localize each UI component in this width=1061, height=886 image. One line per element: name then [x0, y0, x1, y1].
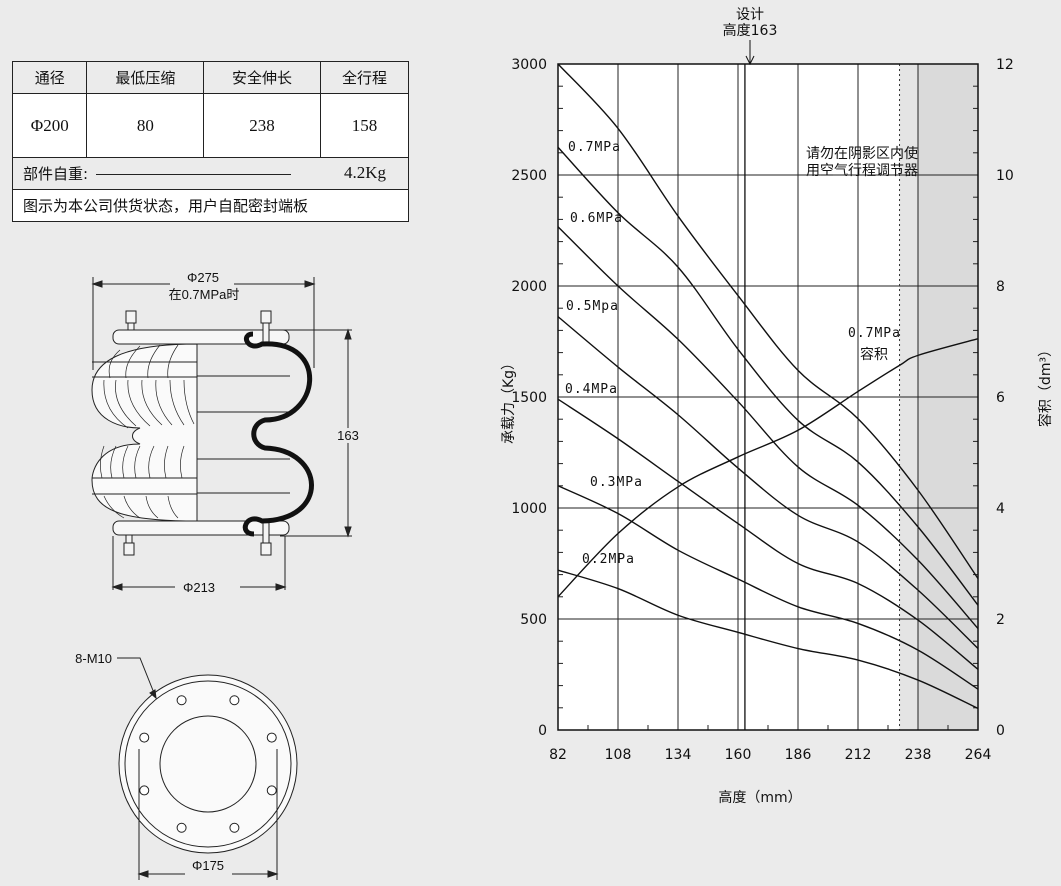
series-label-0.6: 0.6MPa	[570, 211, 623, 226]
load-curve-3	[557, 316, 979, 650]
weight-row: 部件自重: 4.2Kg	[12, 157, 409, 190]
bolt-hole-icon	[229, 822, 240, 833]
supply-note: 图示为本公司供货状态，用户自配密封端板	[12, 189, 409, 222]
load-curve-5	[557, 485, 979, 690]
y-tick-label: 2000	[511, 279, 547, 295]
air-spring-side-view	[91, 310, 314, 556]
plate-diameter-label: Φ213	[183, 580, 215, 595]
y-tick-label: 3000	[511, 57, 547, 73]
spec-value-row: Φ200 80 238 158	[11, 93, 410, 158]
value-bore: Φ200	[11, 93, 88, 158]
value-min-compression: 80	[86, 93, 205, 158]
y2-axis-title: 容积（dm³）	[1037, 343, 1054, 427]
y2-tick-label: 0	[996, 723, 1005, 739]
spec-header-row: 通径 最低压缩 安全伸长 全行程	[11, 61, 410, 94]
y-tick-label: 1000	[511, 501, 547, 517]
shaded-note-line2: 用空气行程调节器	[806, 163, 918, 179]
design-label-line2: 高度163	[723, 22, 778, 39]
y2-tick-label: 6	[996, 390, 1005, 406]
bolt-hole-icon	[139, 785, 150, 796]
volume-label-pressure: 0.7MPa	[848, 326, 901, 341]
bolt-hole-icon	[266, 732, 277, 743]
leader-line	[96, 174, 292, 175]
x-axis-title: 高度（mm）	[718, 789, 801, 806]
x-tick-label: 238	[905, 747, 932, 763]
volume-label: 容积	[860, 346, 888, 363]
y2-tick-label: 2	[996, 612, 1005, 628]
weight-value: 4.2Kg	[343, 163, 386, 182]
shaded-note-line1: 请勿在阴影区内使	[806, 145, 918, 162]
series-label-0.3: 0.3MPa	[590, 475, 643, 490]
load-curve-1	[557, 146, 979, 606]
y2-tick-label: 4	[996, 501, 1005, 517]
bolt-hole-icon	[229, 695, 240, 706]
design-label-line1: 设计	[736, 7, 764, 23]
bolt-hole-icon	[139, 732, 150, 743]
y-axis-title: 承载力（Kg）	[501, 356, 517, 444]
header-full-stroke: 全行程	[319, 61, 410, 94]
height-dimension-label: 163	[337, 428, 359, 443]
x-tick-label: 160	[725, 747, 752, 763]
y-tick-label: 2500	[511, 168, 547, 184]
bolt-spec-label: 8-M10	[75, 651, 112, 666]
series-label-0.5: 0.5Mpa	[566, 299, 619, 314]
bolt-hole-icon	[176, 695, 187, 706]
y2-tick-label: 12	[996, 57, 1014, 73]
y-tick-label: 1500	[511, 390, 547, 406]
header-min-compression: 最低压缩	[86, 61, 205, 94]
x-tick-label: 82	[549, 747, 567, 763]
value-safe-extension: 238	[203, 93, 321, 158]
series-label-0.7: 0.7MPa	[568, 140, 621, 155]
y-tick-label: 500	[520, 612, 547, 628]
note-row: 图示为本公司供货状态，用户自配密封端板	[12, 189, 409, 222]
design-arrow-icon	[745, 40, 755, 66]
weight-label: 部件自重:	[23, 165, 89, 183]
x-tick-label: 186	[785, 747, 812, 763]
bolt-hole-icon	[176, 822, 187, 833]
x-tick-label: 264	[965, 747, 992, 763]
load-curve-6	[557, 569, 979, 710]
plot-frame	[557, 63, 979, 731]
y2-tick-label: 8	[996, 279, 1005, 295]
spec-table: 通径 最低压缩 安全伸长 全行程 Φ200 80 238 158 部件自重: 4.…	[11, 61, 410, 222]
series-label-0.4: 0.4MPa	[565, 382, 618, 397]
outer-diameter-label: Φ275	[187, 270, 219, 285]
volume-curve	[557, 338, 979, 598]
load-curve-2	[557, 226, 979, 630]
bolt-hole-icon	[266, 785, 277, 796]
series-label-0.2: 0.2MPa	[582, 552, 635, 567]
air-spring-bottom-view	[117, 657, 298, 880]
x-tick-label: 212	[845, 747, 872, 763]
outer-diameter-note: 在0.7MPa时	[169, 287, 240, 302]
y2-tick-label: 10	[996, 168, 1014, 184]
x-tick-label: 134	[665, 747, 692, 763]
x-tick-label: 108	[605, 747, 632, 763]
side-dimensions	[91, 277, 352, 591]
y-tick-label: 0	[538, 723, 547, 739]
load-curves	[557, 63, 979, 710]
load-curve-0	[557, 63, 979, 579]
value-full-stroke: 158	[319, 93, 410, 158]
load-curve-4	[557, 398, 979, 670]
header-bore: 通径	[11, 61, 88, 94]
bolt-circle-label: Φ175	[192, 858, 224, 873]
bolt-holes	[139, 695, 277, 833]
